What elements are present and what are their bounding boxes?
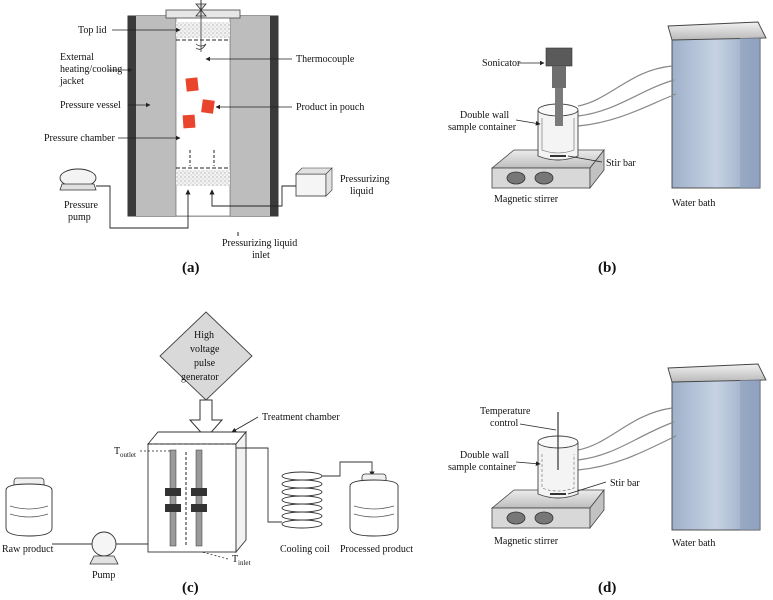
label-pump-c: Pump <box>92 570 115 581</box>
pressurizing-liquid-box <box>295 173 327 197</box>
electrode-1 <box>169 449 177 547</box>
label-liquid-2: liquid <box>350 186 373 197</box>
caption-d: (d) <box>598 580 616 596</box>
label-jacket-3: jacket <box>59 76 84 87</box>
label-container-b-2: sample container <box>448 122 517 133</box>
product-pouch-3 <box>182 114 196 129</box>
double-wall-container-b <box>537 110 579 161</box>
label-gen-1: High <box>194 330 214 341</box>
label-temp-2: control <box>490 418 519 429</box>
label-container-d-1: Double wall <box>460 450 509 461</box>
label-top-lid: Top lid <box>78 25 106 36</box>
label-pressure-chamber: Pressure chamber <box>44 133 115 144</box>
pump-line <box>96 185 191 229</box>
label-t-inlet-sub: inlet <box>238 559 250 567</box>
panel-c: High voltage pulse generator Treatment c… <box>2 311 413 596</box>
label-inlet-1: Pressurizing liquid <box>222 238 297 249</box>
electrode-2 <box>195 449 203 547</box>
label-thermocouple: Thermocouple <box>296 54 355 65</box>
label-water-bath-b: Water bath <box>672 198 715 209</box>
label-treatment-chamber: Treatment chamber <box>262 412 340 423</box>
label-cooling-coil: Cooling coil <box>280 544 330 555</box>
water-bath-lid <box>667 21 767 41</box>
pulse-generator <box>159 311 253 401</box>
cooling-coil-icon <box>281 471 323 529</box>
caption-b: (b) <box>598 260 616 276</box>
sonicator-icon <box>545 47 573 67</box>
label-processed-product: Processed product <box>340 544 413 555</box>
processed-product-jar <box>349 479 399 537</box>
label-gen-3: pulse <box>194 358 216 369</box>
stirrer-knob-1 <box>506 171 526 185</box>
pulse-arrow <box>188 399 224 439</box>
label-gen-2: voltage <box>190 344 220 355</box>
label-jacket-1: External <box>60 52 94 63</box>
label-inlet-2: inlet <box>252 250 270 261</box>
label-gen-4: generator <box>181 372 219 383</box>
label-stirrer-b: Magnetic stirrer <box>494 194 559 205</box>
label-raw-product: Raw product <box>2 544 54 555</box>
product-pouch-1 <box>185 77 199 92</box>
label-sonicator: Sonicator <box>482 58 521 69</box>
label-stir-bar-d: Stir bar <box>610 478 640 489</box>
label-water-bath-d: Water bath <box>672 538 715 549</box>
top-lid-plug <box>176 22 230 38</box>
vessel-wall-right <box>230 16 270 216</box>
water-bath-lid-d <box>667 363 767 383</box>
vessel-wall-left <box>136 16 176 216</box>
treatment-chamber <box>147 443 237 553</box>
label-jacket-2: heating/cooling <box>60 64 122 75</box>
bottom-plug <box>176 170 230 186</box>
label-pressure-vessel: Pressure vessel <box>60 100 121 111</box>
label-product-in-pouch: Product in pouch <box>296 102 364 113</box>
stirrer-knob-d-1 <box>506 511 526 525</box>
stirrer-knob-2 <box>534 171 554 185</box>
label-t-outlet-sub: outlet <box>120 451 136 459</box>
label-container-b-1: Double wall <box>460 110 509 121</box>
label-container-d-2: sample container <box>448 462 517 473</box>
thermocouple-icon <box>195 43 207 50</box>
jacket-right-dark <box>270 16 278 216</box>
label-t-inlet: T <box>232 554 238 565</box>
product-pouch-2 <box>201 99 215 114</box>
caption-a: (a) <box>182 260 200 276</box>
caption-c: (c) <box>182 580 199 596</box>
panel-b: Water bath Magnetic stirrer Sonicator Do… <box>448 21 767 276</box>
raw-product-jar <box>5 483 53 537</box>
label-pump-2: pump <box>68 212 91 223</box>
jacket-left-dark <box>128 16 136 216</box>
label-stirrer-d: Magnetic stirrer <box>494 536 559 547</box>
panel-d: Water bath Magnetic stirrer Temperature … <box>448 363 767 596</box>
label-pump-1: Pressure <box>64 200 98 211</box>
label-liquid-1: Pressurizing <box>340 174 389 185</box>
label-t-outlet: T <box>114 446 120 457</box>
panel-a: Top lid External heating/cooling jacket … <box>44 0 389 276</box>
label-stir-bar-b: Stir bar <box>606 158 636 169</box>
label-temp-1: Temperature <box>480 406 531 417</box>
liquid-line <box>209 185 296 207</box>
pump-icon <box>91 531 117 557</box>
stirrer-knob-d-2 <box>534 511 554 525</box>
